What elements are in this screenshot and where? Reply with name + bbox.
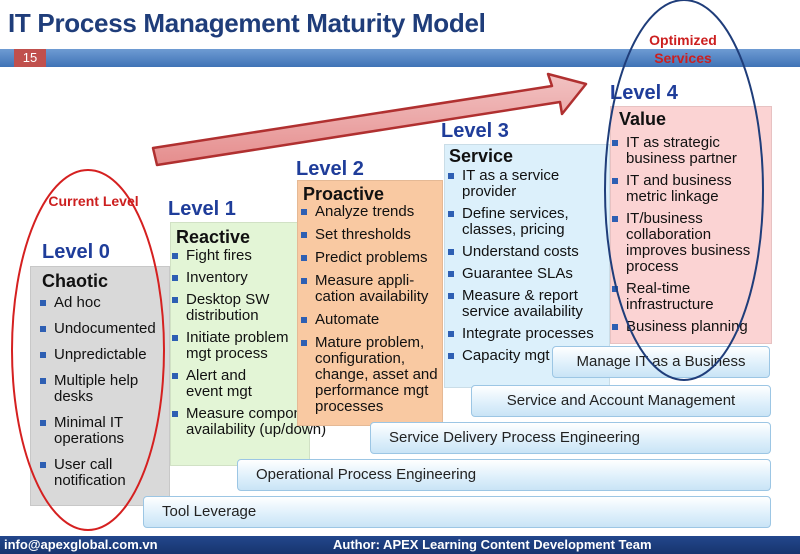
list-item: Measure & report service availability [446, 288, 607, 320]
level-2-name: Proactive [303, 184, 385, 204]
list-item: IT as strategic business partner [610, 135, 756, 167]
list-item: Real-time infrastructure [610, 281, 736, 313]
list-item: IT and business metric linkage [610, 173, 756, 205]
level-0-name: Chaotic [42, 271, 109, 291]
slide-number: 15 [14, 49, 46, 67]
list-item: Integrate processes [446, 326, 606, 342]
list-item: Desktop SW distribution [170, 292, 296, 324]
footer-bar [0, 536, 800, 554]
level-1-label: Level 1 [168, 198, 236, 220]
list-item: Fight fires [170, 248, 345, 264]
list-item: Predict problems [299, 250, 444, 266]
list-item: IT/business collaboration improves busin… [610, 211, 766, 275]
level-4-label: Level 4 [610, 82, 678, 104]
current-level-label: Current Level [48, 193, 139, 209]
bar-operational-process-engineering: Operational Process Engineering [237, 459, 771, 491]
bar-service-account-management: Service and Account Management [471, 385, 771, 417]
list-item: Ad hoc [38, 295, 168, 311]
level-1-name: Reactive [176, 227, 251, 247]
list-item: Business planning [610, 319, 776, 335]
bar-manage-it-as-business: Manage IT as a Business [552, 346, 770, 378]
list-item: Set thresholds [299, 227, 444, 243]
level-4-list: IT as strategic business partner IT and … [610, 135, 770, 335]
list-item: Measure appli-cation availability [299, 273, 445, 305]
level-0-label: Level 0 [42, 241, 110, 263]
list-item: Understand costs [446, 244, 606, 260]
level-3-label: Level 3 [441, 120, 509, 142]
list-item: IT as a service provider [446, 168, 574, 200]
list-item: Inventory [170, 270, 345, 286]
list-item: Automate [299, 312, 444, 328]
bar-service-delivery-process-engineering: Service Delivery Process Engineering [370, 422, 771, 454]
optimized-label-line1: Optimized [649, 32, 717, 48]
list-item: Undocumented [38, 321, 168, 337]
list-item: Multiple help desks [38, 373, 158, 405]
level-2-list: Analyze trends Set thresholds Predict pr… [299, 204, 444, 415]
list-item: Measure component availability (up/down) [170, 406, 358, 438]
progression-arrow [151, 72, 588, 167]
footer-email: info@apexglobal.com.vn [4, 537, 158, 552]
list-item: Guarantee SLAs [446, 266, 606, 282]
title-bar [0, 49, 800, 67]
bar-tool-leverage: Tool Leverage [143, 496, 771, 528]
page-title: IT Process Management Maturity Model [8, 8, 486, 38]
level-4-name: Value [619, 109, 667, 129]
level-2-box [297, 180, 443, 426]
list-item: User call notification [38, 457, 144, 489]
level-1-list: Fight fires Inventory Desktop SW distrib… [170, 248, 345, 438]
level-2-label: Level 2 [296, 158, 364, 180]
list-item: Analyze trends [299, 204, 444, 220]
list-item: Mature problem, configuration, change, a… [299, 335, 453, 415]
list-item: Initiate problem mgt process [170, 330, 294, 362]
list-item: Define services, classes, pricing [446, 206, 587, 238]
list-item: Alert and event mgt [170, 368, 286, 400]
optimized-label-line2: Services [654, 50, 712, 66]
list-item: Minimal IT operations [38, 415, 144, 447]
level-0-list: Ad hoc Undocumented Unpredictable Multip… [38, 295, 168, 489]
list-item: Capacity mgt [446, 348, 552, 364]
optimized-services-label: Optimized Services [633, 31, 733, 67]
level-3-list: IT as a service provider Define services… [446, 168, 606, 364]
list-item: Unpredictable [38, 347, 168, 363]
footer-author: Author: APEX Learning Content Developmen… [333, 537, 652, 552]
level-3-name: Service [449, 146, 514, 166]
